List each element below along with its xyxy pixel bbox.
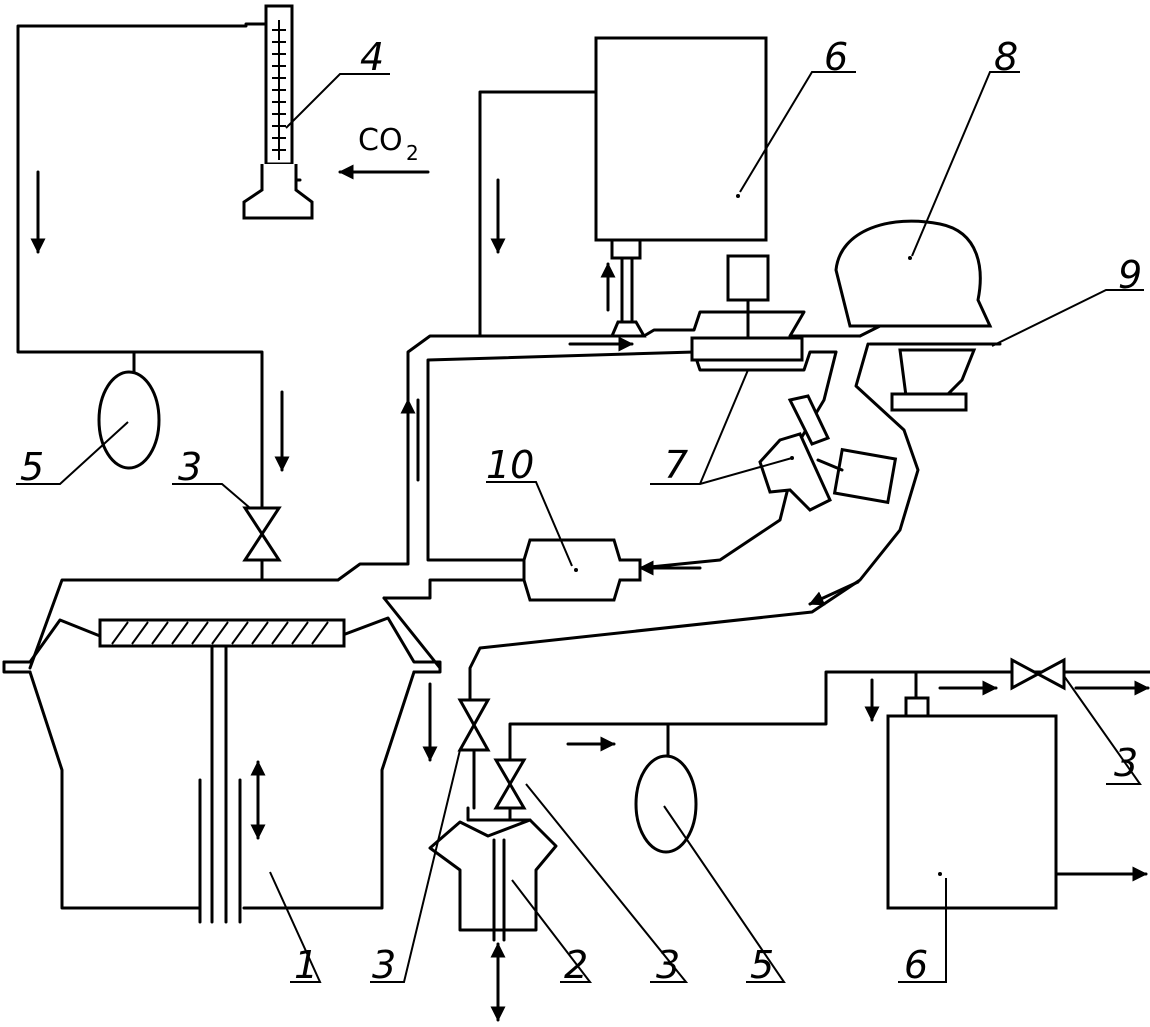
valve-top	[242, 506, 282, 580]
valve-bottom-left	[457, 698, 491, 810]
small-bellows	[428, 806, 558, 1022]
label-valve-top: 3	[178, 445, 202, 489]
label-analyzer-top: 6	[824, 35, 848, 79]
absorber	[522, 538, 702, 602]
label-valve-right: 3	[1114, 741, 1138, 785]
label-flowmeter: 4	[360, 35, 384, 79]
fresh-gas-line	[16, 24, 264, 512]
label-valve-bottom-left: 3	[372, 943, 396, 987]
reservoir-bag-right	[634, 754, 698, 854]
reservoir-bag-left	[97, 370, 161, 470]
label-bellows: 1	[294, 943, 318, 987]
analyzer-top	[594, 36, 768, 338]
sensor-side	[758, 394, 898, 512]
co2-subscript: 2	[406, 141, 419, 165]
flowmeter	[242, 4, 314, 220]
callout-leaders	[16, 71, 1144, 983]
bellows-chamber	[2, 334, 592, 924]
label-sensor: 7	[664, 443, 688, 487]
head	[834, 219, 993, 412]
label-bag-left: 5	[20, 445, 44, 489]
co2-label: CO	[358, 123, 403, 158]
label-analyzer-bottom: 6	[904, 943, 928, 987]
valve-bottom-right	[493, 670, 1150, 822]
label-head: 8	[994, 35, 1018, 79]
label-absorber: 10	[486, 443, 534, 487]
label-small-bellows: 2	[564, 943, 588, 987]
label-valve-bottom-right: 3	[656, 943, 680, 987]
svg-text:CO: CO	[358, 123, 403, 158]
label-bag-right: 5	[750, 943, 774, 987]
analyzer-bottom	[864, 657, 1150, 910]
label-connector: 9	[1118, 253, 1142, 297]
sensor-block	[426, 254, 862, 372]
